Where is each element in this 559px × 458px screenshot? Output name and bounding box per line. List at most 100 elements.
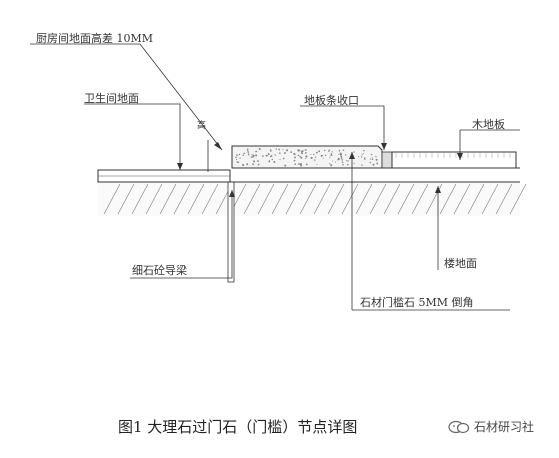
speckle-dot: [298, 163, 300, 165]
speckle-dot: [341, 161, 344, 164]
speckle-dot: [313, 154, 315, 156]
hatch-line: [313, 183, 331, 215]
speckle-dot: [270, 150, 272, 152]
speckle-dot: [347, 160, 349, 162]
label-bathroom-floor: 卫生间地面: [84, 92, 139, 105]
speckle-dot: [248, 154, 250, 156]
speckle-dot: [282, 148, 284, 151]
hatch-line: [243, 183, 261, 215]
floor-strip: [381, 151, 393, 169]
speckle-dot: [268, 160, 270, 163]
label-strip: 地板条收口: [304, 94, 359, 107]
speckle-dot: [300, 156, 303, 159]
concrete-slab: [98, 182, 520, 216]
speckle-dot: [268, 159, 270, 162]
speckle-dot: [330, 153, 333, 155]
hatch-line: [355, 183, 373, 215]
arrow-height-diff: [214, 142, 222, 150]
speckle-dot: [265, 154, 268, 157]
speckle-dot: [284, 164, 287, 167]
hatch-line: [159, 183, 177, 215]
speckle-dot: [236, 154, 238, 156]
speckle-dot: [255, 154, 258, 157]
speckle-dot: [337, 157, 340, 161]
wechat-icon: [448, 420, 470, 433]
hatch-line: [145, 183, 163, 215]
hatch-line: [257, 183, 275, 215]
speckle-dot: [316, 164, 318, 166]
speckle-dot: [242, 154, 245, 157]
speckle-dot: [284, 152, 286, 154]
speckle-dot: [376, 162, 379, 165]
speckle-dot: [300, 164, 303, 167]
arrow-base: [435, 186, 441, 193]
speckle-dot: [360, 156, 363, 158]
speckle-dot: [346, 163, 349, 166]
hatch-line: [271, 183, 289, 215]
figure-caption: 图1 大理石过门石（门槛）节点详图: [118, 418, 358, 436]
hatch-line: [369, 183, 387, 215]
speckle-dot: [274, 154, 276, 156]
speckle-dot: [338, 153, 340, 155]
hatch-line: [509, 183, 527, 215]
speckle-dot: [370, 158, 372, 160]
speckle-dot: [242, 163, 245, 167]
speckle-dot: [372, 163, 375, 166]
speckle-dot: [371, 158, 374, 161]
arrow-threshold: [349, 152, 355, 159]
hatch-line: [103, 183, 121, 215]
speckle-dot: [304, 149, 307, 151]
hatch-line: [453, 183, 471, 215]
speckle-dot: [310, 153, 312, 155]
speckle-dot: [271, 158, 274, 161]
speckle-dot: [363, 157, 366, 159]
hatch-line: [495, 183, 513, 215]
speckle-dot: [235, 156, 237, 159]
speckle-dot: [237, 161, 240, 164]
arrow-strip: [381, 143, 387, 150]
speckle-dot: [252, 154, 255, 157]
speckle-dot: [269, 149, 272, 151]
speckle-dot: [238, 153, 241, 156]
speckle-dot: [290, 151, 293, 154]
speckle-dot: [275, 148, 278, 150]
leader-strip: [300, 105, 385, 150]
speckle-dot: [320, 154, 323, 157]
speckle-dot: [297, 149, 300, 152]
hatch-line: [383, 183, 401, 215]
leader-bathroom-floor: [84, 103, 181, 170]
speckle-dot: [253, 160, 256, 163]
speckle-dot: [267, 155, 269, 157]
speckle-dot: [305, 163, 308, 166]
speckle-dot: [331, 151, 333, 153]
speckle-dot: [273, 161, 276, 164]
speckle-dot: [330, 164, 333, 167]
speckle-dot: [329, 156, 331, 158]
speckle-dot: [270, 155, 273, 157]
speckle-dot: [369, 161, 372, 164]
speckle-dot: [278, 148, 281, 151]
speckle-dot: [310, 156, 313, 160]
hatch-line: [467, 183, 485, 215]
speckle-dot: [323, 149, 326, 152]
speckle-dot: [322, 157, 324, 159]
speckle-dot: [316, 151, 318, 154]
leader-curb: [130, 190, 233, 279]
hatch-line: [481, 183, 499, 215]
label-curb: 细石砼导梁: [132, 264, 187, 277]
speckle-dot: [334, 161, 337, 163]
hatch-line: [425, 183, 443, 215]
speckle-dot: [297, 154, 300, 157]
speckle-dot: [339, 153, 342, 156]
label-threshold: 石材门槛石 5MM 倒角: [360, 296, 474, 309]
speckle-dot: [254, 151, 256, 153]
arrow-bathroom: [177, 163, 183, 170]
speckle-dot: [338, 149, 341, 152]
speckle-dot: [342, 163, 344, 166]
hatch-line: [201, 183, 219, 215]
speckle-dot: [293, 153, 296, 156]
speckle-dot: [353, 151, 355, 153]
wood-floor-grain: [395, 153, 511, 158]
speckle-dot: [247, 151, 249, 154]
